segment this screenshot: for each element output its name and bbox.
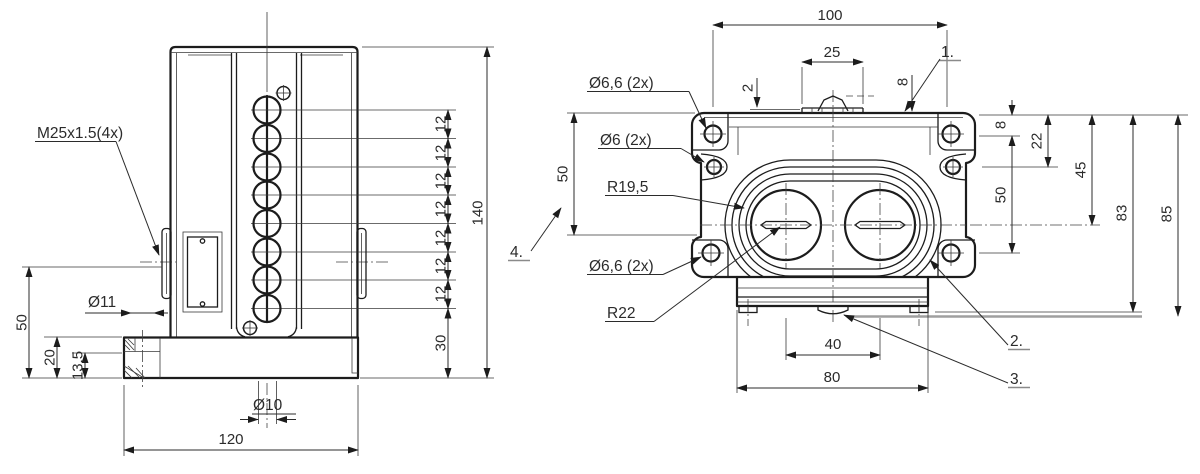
dim-side-height: 50 [14,266,162,379]
gland-tip-icon [817,95,874,112]
label-small-holes: Ø6 (2x) [598,132,705,163]
dim-mount-vspacing: 50 [993,135,1016,254]
dim-text-140: 140 [470,200,487,225]
callout-3: 3. [843,314,1030,389]
dim-text-120: 120 [218,431,243,448]
housing-outline [169,45,359,339]
dim-text-80: 80 [824,369,841,386]
dim-text-8-right: 8 [993,121,1010,129]
dim-hole-row-offset: 8 [993,100,1016,129]
dim-text-12: 12 [433,286,450,303]
front-view: 50 20 13,5 Ø11 Ø10 120 [14,12,494,456]
dim-text-45: 45 [1073,162,1090,179]
label-outer-radius: R22 [605,226,781,322]
mount-screw-icons [698,121,964,266]
cartridge-stack [251,94,456,324]
dim-text-12: 12 [433,258,450,275]
dim-text-dia11: Ø11 [88,294,116,311]
dim-text-12: 12 [433,173,450,190]
dim-cover-step: 2 [740,78,800,110]
gasket-rings [724,159,942,277]
dim-text-13-5: 13,5 [70,351,87,380]
dim-text-12: 12 [433,116,450,133]
dim-left-height: 50 [555,112,697,236]
top-view: 100 25 2 8 8 50 22 [508,7,1188,393]
dim-text-12: 12 [433,201,450,218]
label-dia66-top: Ø6,6 (2x) [589,75,654,92]
dim-text-85: 85 [1159,206,1176,223]
label-dia66-bottom: Ø6,6 (2x) [589,258,654,275]
thread-label: M25x1.5(4x) [35,125,160,256]
dim-text-8-top: 8 [895,78,912,86]
dim-text-50-left: 50 [14,314,31,331]
callout-1-text: 1. [941,44,954,61]
dim-text-100: 100 [817,7,842,24]
dim-text-30: 30 [433,335,450,352]
mounting-foot [735,275,930,315]
label-dia6: Ø6 (2x) [600,132,652,149]
dim-text-22: 22 [1029,133,1046,150]
callout-2-text: 2. [1010,333,1023,350]
dim-gland-offset: 8 [895,75,916,112]
dim-base-height: 30 [433,307,452,379]
dim-hole-pitch-chain: 12 12 12 12 12 12 12 [433,109,452,310]
dim-lug-hole: Ø11 [85,294,168,317]
cable-gland-right [356,227,367,300]
dim-total-depth: 85 [1159,114,1182,317]
dim-text-50-left-top: 50 [555,166,572,183]
dim-text-2: 2 [740,84,757,92]
label-r195: R19,5 [607,179,648,196]
callout-1: 1. [904,44,961,112]
callout-4-text: 4. [510,244,523,261]
label-corner-holes-top: Ø6,6 (2x) [587,75,707,129]
dim-boss-height: 20 [42,336,122,379]
label-inner-radius: R19,5 [605,179,745,210]
dim-step-height: 13,5 [70,351,122,380]
dim-text-40: 40 [825,336,842,353]
dim-terminal-width: 25 [801,44,864,104]
dim-base-width: 120 [123,385,359,456]
callout-4: 4. [508,207,562,262]
vent-hole-top-icon [275,85,292,101]
dim-text-dia10: Ø10 [253,397,283,414]
dim-bore-spacing: 40 [785,318,881,360]
callout-2: 2. [929,259,1030,351]
dim-text-25: 25 [824,44,841,61]
dim-center-hole: Ø10 [240,397,296,424]
vent-hole-bottom-icon [242,320,258,336]
base-flange [122,330,360,390]
callout-3-text: 3. [1010,371,1023,388]
dim-text-50-right: 50 [993,187,1010,204]
cover-outline [690,111,977,279]
dim-text-12: 12 [433,145,450,162]
dim-small-hole-offset: 22 [1029,114,1052,168]
dim-body-depth: 83 [1114,114,1137,313]
small-hole-icons [700,153,967,181]
label-m25: M25x1.5(4x) [37,125,123,142]
cable-gland-left [161,227,172,300]
dim-text-12: 12 [433,230,450,247]
label-corner-holes-bottom: Ø6,6 (2x) [587,256,702,275]
label-r22: R22 [607,305,635,322]
dim-mount-spacing: 100 [712,7,948,107]
dim-foot-width: 80 [736,310,929,393]
label-plate [182,231,223,313]
terminal-strip [801,107,864,113]
dim-text-20: 20 [42,349,59,366]
dim-text-83: 83 [1114,205,1131,222]
dim-center-offset: 45 [1073,114,1096,226]
dim-total-height: 140 [360,46,494,379]
